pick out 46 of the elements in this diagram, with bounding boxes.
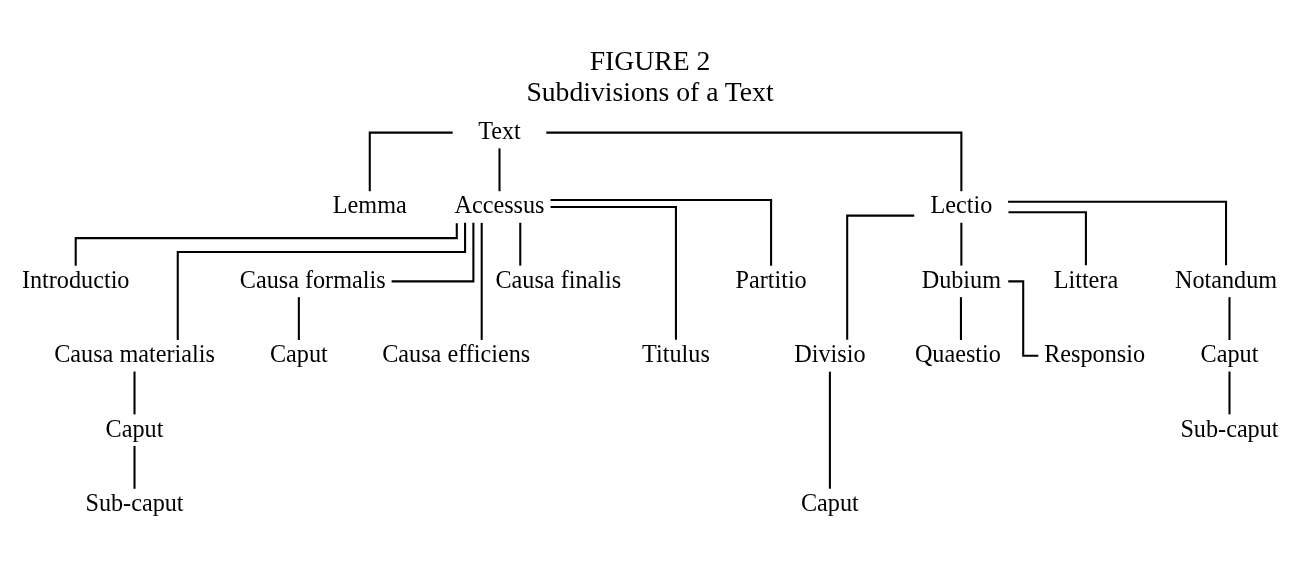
connector: [176, 222, 467, 340]
node-text: Text: [478, 117, 521, 144]
node-text: Caput: [105, 414, 164, 442]
connector: [368, 131, 453, 192]
node-text: Quaestio: [914, 340, 1001, 368]
diagram-title: FIGURE 2: [589, 44, 711, 76]
node-text: Causa materialis: [54, 340, 215, 368]
node-text: Lemma: [332, 191, 407, 219]
node-text: Sub-caput: [1180, 414, 1279, 442]
node-text: Littera: [1053, 265, 1119, 293]
node-text: Lectio: [930, 191, 993, 219]
connector: [1228, 371, 1231, 415]
node-text: Responsio: [1044, 340, 1145, 368]
connector: [519, 222, 522, 266]
connector: [1008, 211, 1087, 266]
connector: [546, 131, 963, 192]
node-text: Divisio: [794, 340, 866, 368]
connector: [1228, 297, 1231, 340]
connector: [391, 222, 475, 283]
node-text: Titulus: [642, 340, 710, 368]
connector: [959, 297, 962, 340]
connector: [74, 223, 458, 266]
connector: [1008, 200, 1228, 266]
node-text: Caput: [800, 488, 859, 516]
node-text: Dubium: [921, 265, 1002, 293]
node-text: Causa finalis: [495, 265, 622, 293]
node-text: Caput: [1200, 340, 1259, 368]
node-text: Causa formalis: [239, 265, 386, 293]
connector: [550, 205, 677, 340]
node-text: Introductio: [21, 265, 130, 293]
node-text: Sub-caput: [85, 488, 184, 516]
node-text: Partitio: [735, 265, 807, 293]
connector: [828, 371, 831, 489]
connector: [133, 371, 136, 415]
connector: [480, 222, 483, 340]
node-text: Causa efficiens: [382, 340, 531, 368]
caption: Subdivisions of a Text: [526, 76, 774, 108]
connector: [846, 214, 915, 340]
node-text: Notandum: [1174, 265, 1278, 293]
connector: [297, 297, 300, 340]
node-text: Caput: [269, 340, 328, 368]
node-text: Accessus: [454, 191, 545, 219]
connector: [960, 222, 963, 266]
connector: [133, 445, 136, 489]
connector: [498, 148, 501, 192]
connector: [550, 199, 773, 266]
